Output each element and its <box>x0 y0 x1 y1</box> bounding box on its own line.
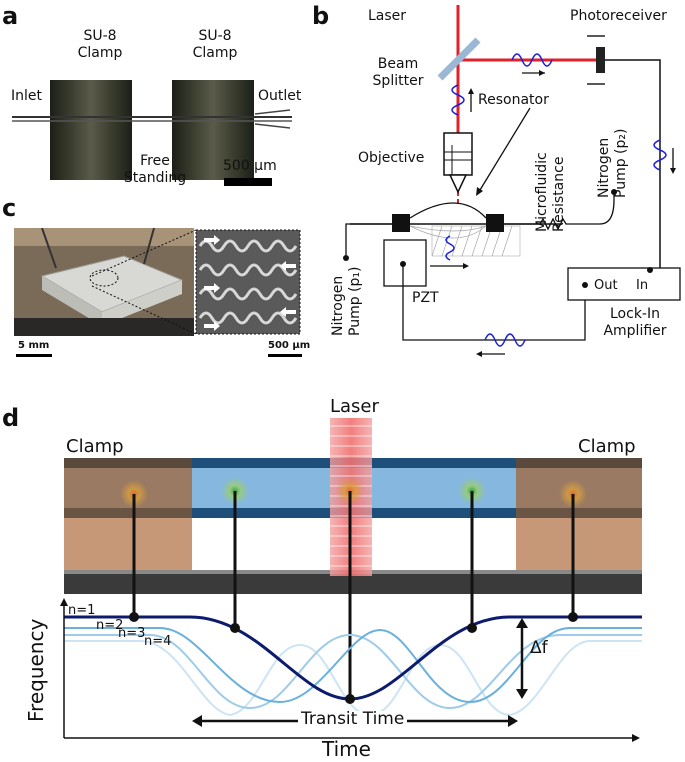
objective <box>443 132 473 176</box>
panel-d-laser-label: Laser <box>330 396 379 417</box>
panel-b-in-label: In <box>636 278 649 293</box>
panel-d-letter: d <box>2 404 20 432</box>
mode-label-n2: n=2 <box>96 618 124 633</box>
delta-f-label: Δf <box>530 638 548 658</box>
panel-b-pzt-label: PZT <box>412 290 439 306</box>
panel-c-scale-bar-left <box>16 354 52 357</box>
panel-d-clamp-left-label: Clamp <box>66 436 124 457</box>
panel-a-scale-label: 500 µm <box>223 158 277 174</box>
resonator-beam <box>409 202 487 219</box>
mode-curve-n2 <box>64 627 642 704</box>
mode-label-n1: n=1 <box>68 603 96 618</box>
mode-curve-n4 <box>64 640 642 717</box>
panel-b-photoreceiver-label: Photoreceiver <box>570 8 667 24</box>
panel-d-clamp-right-label: Clamp <box>578 436 636 457</box>
panel-c-scale-right-label: 500 µm <box>268 340 311 351</box>
panel-a-clamp-left-block <box>50 80 132 180</box>
microfluidic-resistor <box>504 194 615 231</box>
clamp-left <box>64 518 192 570</box>
photoreceiver <box>596 47 605 73</box>
mode-label-n4: n=4 <box>144 634 172 649</box>
panel-a-micrograph <box>12 80 292 180</box>
panel-a-scale-bar <box>224 178 272 186</box>
clamp-right <box>516 518 642 570</box>
resonator-clamp-right <box>486 214 504 232</box>
resonator-clamp-left <box>392 214 410 232</box>
x-axis-label: Time <box>322 737 371 761</box>
panel-d-diagram <box>60 418 642 742</box>
panel-b-setup-diagram <box>343 5 681 357</box>
panel-c-photo <box>14 228 301 336</box>
signal-wave-bottom <box>484 333 526 347</box>
signal-wave-left <box>451 84 465 116</box>
panel-a-clamp-right-block <box>172 80 254 180</box>
panel-a-letter: a <box>2 2 19 30</box>
panel-a-outlet-label: Outlet <box>258 88 302 104</box>
panel-b-resonator-label: Resonator <box>478 92 549 108</box>
mode-label-n3: n=3 <box>118 626 146 641</box>
panel-c-scale-left-label: 5 mm <box>18 340 50 351</box>
beam-splitter <box>437 37 481 81</box>
panel-b-laser-label: Laser <box>368 8 407 24</box>
panel-c-letter: c <box>2 194 17 222</box>
panel-a-inlet-label: Inlet <box>11 88 42 104</box>
signal-wave-right <box>653 139 667 171</box>
panel-c-scale-bar-right <box>268 354 302 357</box>
mode-curve-n3 <box>64 633 642 710</box>
y-axis-label: Frequency <box>24 618 48 722</box>
mode-curve-n1 <box>64 615 642 701</box>
signal-wave-top <box>511 53 553 67</box>
panel-b-out-label: Out <box>594 278 618 293</box>
panel-b-letter: b <box>312 2 330 30</box>
transit-time-label: Transit Time <box>298 711 408 728</box>
panel-b-objective-label: Objective <box>358 150 425 166</box>
